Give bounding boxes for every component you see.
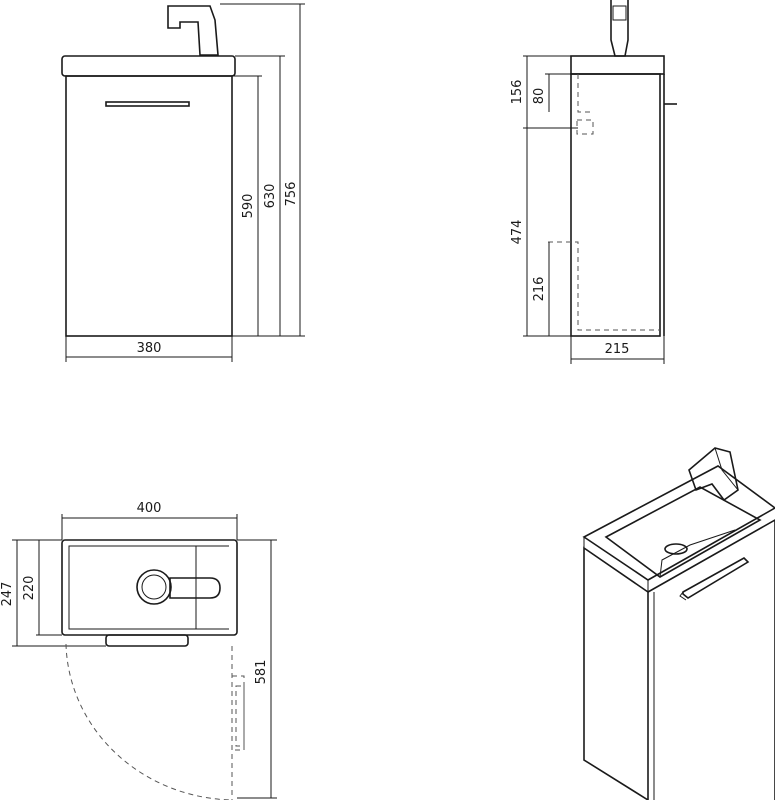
iso-basin-top	[582, 465, 775, 581]
front-view: 590 630 756 380	[61, 3, 305, 362]
dim-400-label: 400	[137, 501, 162, 516]
front-cabinet-body	[65, 75, 233, 337]
isometric-view	[582, 447, 775, 800]
top-handle	[105, 634, 189, 647]
iso-faucet-icon	[688, 447, 739, 502]
dim-380-label: 380	[137, 341, 162, 356]
iso-basin-recess	[604, 486, 762, 578]
top-drain-icon	[136, 569, 172, 605]
dim-756-label: 756	[284, 182, 299, 207]
top-basin-outline	[61, 539, 238, 636]
dim-156-label: 156	[510, 80, 525, 105]
top-view: 400 247 220 581	[0, 501, 277, 800]
iso-cabinet-door	[647, 519, 775, 800]
door-swing-arc	[65, 643, 233, 800]
faucet-icon	[167, 5, 219, 56]
side-cabinet-body	[570, 73, 661, 337]
dim-581-label: 581	[254, 660, 269, 685]
dim-247-label: 247	[0, 582, 15, 607]
iso-cabinet-front	[583, 546, 649, 800]
dim-215-label: 215	[605, 342, 630, 357]
dim-474-label: 474	[510, 220, 525, 245]
iso-drain-icon	[664, 543, 688, 555]
front-basin-top	[61, 55, 236, 77]
top-faucet-icon	[169, 577, 221, 599]
side-basin-top	[570, 55, 665, 75]
iso-handle	[682, 557, 750, 599]
dim-590-label: 590	[241, 194, 256, 219]
side-faucet-icon	[610, 0, 629, 57]
dim-216-label: 216	[532, 277, 547, 302]
dim-630-label: 630	[263, 184, 278, 209]
dim-220-label: 220	[22, 576, 37, 601]
dim-80-label: 80	[532, 88, 547, 105]
side-view: 156 80 474 216 215	[510, 0, 677, 364]
front-door-handle	[105, 101, 190, 107]
